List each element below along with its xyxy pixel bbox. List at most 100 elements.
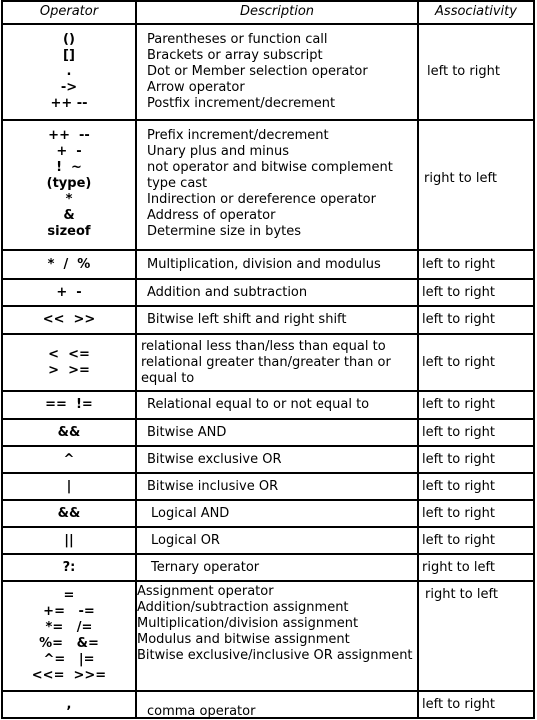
description-line: Relational equal to or not equal to	[147, 397, 370, 412]
description-line: Multiplication, division and modulus	[147, 256, 381, 272]
header-associativity: Associativity	[435, 4, 517, 19]
operator-symbol: <<= >>=	[31, 668, 107, 683]
description-line: Addition and subtraction	[147, 284, 308, 300]
operator-symbol: &	[63, 208, 75, 223]
description-cell: Bitwise left shift and right shift	[147, 312, 347, 328]
operator-symbol: << >>	[42, 312, 96, 327]
description-line: Ternary operator	[151, 559, 260, 575]
operator-cell: &&	[3, 425, 135, 441]
operator-symbol: + -	[56, 284, 82, 300]
associativity-cell: left to right	[422, 505, 495, 521]
operator-cell: ^	[3, 452, 135, 468]
description-line: Bitwise AND	[147, 424, 227, 440]
description-line: relational greater than/greater than or	[141, 354, 391, 370]
operator-symbol: ++ --	[48, 128, 90, 143]
column-divider	[135, 2, 137, 717]
operator-cell: |	[3, 479, 135, 495]
description-cell: Logical OR	[151, 533, 220, 549]
description-line: relational less than/less than equal to	[141, 338, 386, 354]
operator-symbol: (type)	[46, 176, 92, 191]
operator-symbol: ->	[60, 80, 78, 95]
description-line: Address of operator	[147, 208, 276, 223]
description-line: type cast	[147, 176, 208, 191]
operator-symbol: *= /=	[45, 620, 93, 635]
associativity-cell: left to right	[422, 532, 495, 548]
header-divider	[3, 23, 533, 25]
header-description: Description	[239, 4, 315, 19]
row-divider	[3, 249, 533, 251]
row-divider	[3, 499, 533, 501]
operator-cell: &&	[3, 506, 135, 522]
description-line: Logical OR	[151, 532, 220, 548]
description-cell: Addition and subtraction	[147, 285, 307, 301]
associativity-cell: left to right	[427, 64, 500, 79]
row-divider	[3, 333, 533, 335]
description-line: Multiplication/division assignment	[137, 616, 359, 631]
description-line: equal to	[141, 370, 195, 386]
operator-symbol: &&	[57, 505, 81, 521]
row-divider	[3, 526, 533, 528]
operator-symbol: .	[66, 64, 72, 79]
description-line: Addition/subtraction assignment	[137, 600, 349, 615]
operator-symbol: ?:	[62, 559, 76, 575]
column-divider	[417, 2, 419, 717]
row-divider	[3, 445, 533, 447]
associativity-cell: left to right	[422, 451, 495, 467]
description-line: Determine size in bytes	[147, 224, 302, 239]
operator-symbol: []	[63, 48, 75, 63]
operator-symbol: ()	[63, 32, 75, 47]
description-line: Prefix increment/decrement	[147, 128, 329, 143]
operator-cell: < <=> >=	[3, 347, 135, 379]
operator-symbol: += -=	[43, 604, 95, 619]
row-divider	[3, 472, 533, 474]
row-divider	[3, 418, 533, 420]
description-line: Bitwise left shift and right shift	[147, 312, 347, 327]
operator-cell: ,	[3, 697, 135, 713]
description-line: Postfix increment/decrement	[147, 96, 336, 111]
description-line: Modulus and bitwise assignment	[137, 632, 350, 647]
associativity-cell: left to right	[422, 256, 495, 272]
associativity-cell: left to right	[422, 397, 495, 412]
operator-symbol: == !=	[45, 397, 93, 412]
row-divider	[3, 119, 533, 121]
description-line: Brackets or array subscript	[147, 48, 323, 63]
operator-cell: * / %	[3, 257, 135, 273]
row-divider	[3, 580, 533, 582]
associativity-cell: right to left	[424, 171, 497, 186]
description-line: Dot or Member selection operator	[147, 64, 368, 79]
description-line: comma operator	[147, 704, 256, 719]
operator-symbol: + -	[56, 144, 82, 159]
operator-symbol: ^	[63, 451, 75, 467]
row-divider	[3, 690, 533, 692]
operator-symbol: ||	[64, 532, 74, 548]
associativity-cell: left to right	[422, 354, 495, 370]
associativity-cell: left to right	[422, 478, 495, 494]
operator-symbol: ++ --	[50, 96, 88, 111]
associativity-cell: left to right	[422, 284, 495, 300]
operator-cell: ||	[3, 533, 135, 549]
associativity-cell: left to right	[422, 697, 495, 712]
description-line: Indirection or dereference operator	[147, 192, 376, 207]
row-divider	[3, 390, 533, 392]
description-line: Parentheses or function call	[147, 32, 328, 47]
operator-symbol: ,	[66, 696, 72, 712]
operator-symbol: *	[65, 192, 73, 207]
operator-symbol: =	[63, 588, 75, 603]
description-line: Bitwise exclusive/inclusive OR assignmen…	[137, 648, 413, 663]
operator-cell: ()[].->++ --	[3, 32, 135, 112]
description-cell: comma operator	[147, 704, 255, 720]
operator-symbol: ! ~	[56, 160, 82, 175]
associativity-cell: right to left	[425, 587, 498, 602]
operator-symbol: &&	[57, 424, 81, 440]
row-divider	[3, 553, 533, 555]
operator-cell: + -	[3, 285, 135, 301]
operator-symbol: < <=	[48, 346, 90, 362]
operator-symbol: %= &=	[39, 636, 99, 651]
header-operator: Operator	[39, 4, 99, 19]
operator-symbol: |	[66, 478, 72, 494]
